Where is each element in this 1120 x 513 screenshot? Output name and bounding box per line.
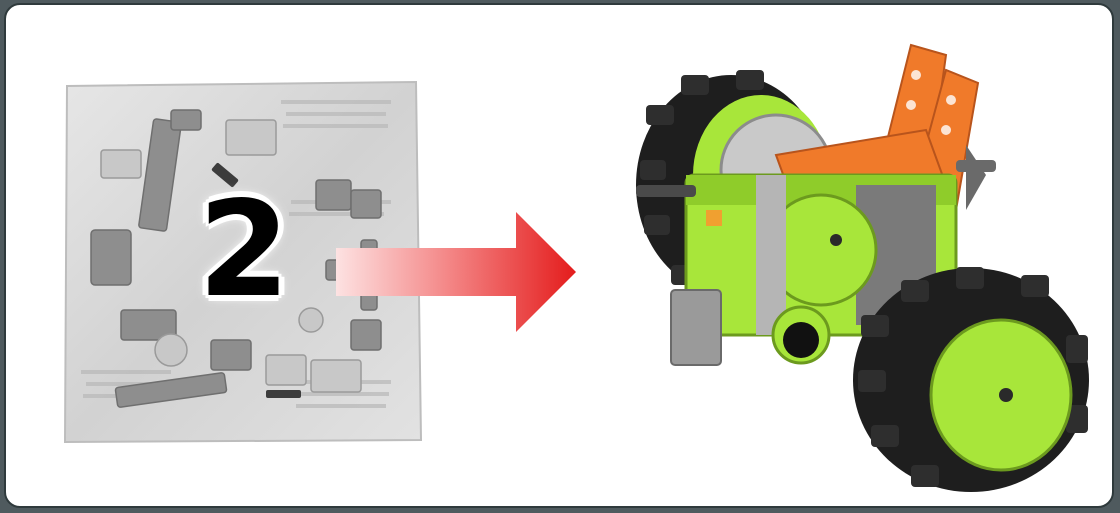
front-tire-icon bbox=[853, 267, 1089, 492]
arrow-right-icon bbox=[336, 210, 581, 335]
vehicle-model-icon bbox=[626, 35, 1096, 495]
step-number: 2 bbox=[184, 190, 304, 310]
instruction-step-panel: 2 bbox=[4, 3, 1114, 508]
